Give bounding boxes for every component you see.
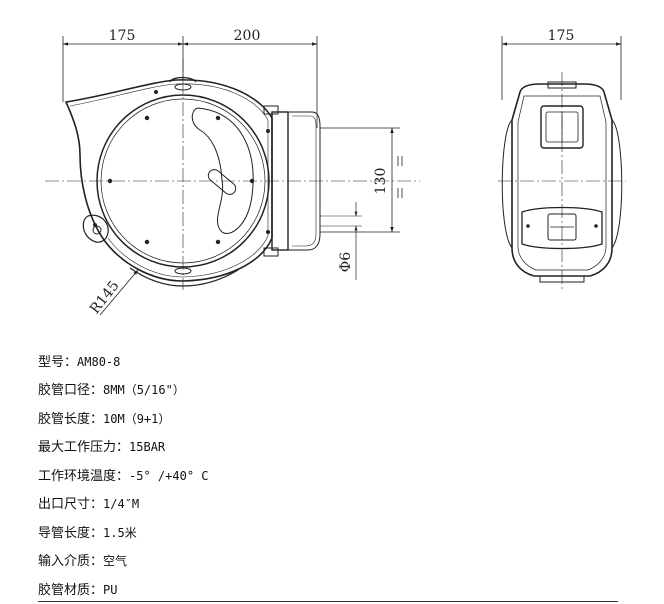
spec-value: 1.5米 <box>103 526 137 540</box>
side-dim-width: 175 <box>548 28 575 44</box>
spec-value: 10M（9+1） <box>103 412 171 426</box>
side-view <box>498 36 626 290</box>
spec-label: 输入介质： <box>38 554 104 569</box>
dim-width-left: 175 <box>109 28 136 44</box>
dim-radius: R145 <box>87 278 123 317</box>
spec-max-pressure: 最大工作压力：15BAR <box>38 439 165 456</box>
spec-temperature: 工作环境温度：-5° /+40° C <box>38 468 209 485</box>
spec-value: 1/4″M <box>103 497 140 511</box>
spec-outlet-size: 出口尺寸：1/4″M <box>38 496 139 513</box>
dim-width-right: 200 <box>234 28 261 44</box>
spec-value: 15BAR <box>129 440 166 454</box>
spec-label: 最大工作压力： <box>38 440 130 455</box>
spec-label: 型号： <box>38 355 78 370</box>
spec-hose-length: 胶管长度：10M（9+1） <box>38 411 170 428</box>
spec-label: 胶管材质： <box>38 583 104 598</box>
front-view <box>45 36 420 316</box>
spec-label: 工作环境温度： <box>38 469 130 484</box>
spec-model: 型号：AM80-8 <box>38 354 120 371</box>
spec-label: 导管长度： <box>38 526 104 541</box>
spec-lead-hose-length: 导管长度：1.5米 <box>38 525 137 542</box>
spec-value: PU <box>103 583 118 597</box>
spec-hose-diameter: 胶管口径：8MM（5/16"） <box>38 382 185 399</box>
divider <box>38 601 618 602</box>
spec-label: 出口尺寸： <box>38 497 104 512</box>
spec-value: AM80-8 <box>77 355 121 369</box>
spec-medium: 输入介质：空气 <box>38 553 127 570</box>
spec-hose-material: 胶管材质：PU <box>38 582 117 599</box>
spec-label: 胶管口径： <box>38 383 104 398</box>
technical-drawing: 175 200 130 Φ6 R145 175 <box>45 28 626 317</box>
spec-value: 8MM（5/16"） <box>103 383 185 397</box>
dim-diameter: Φ6 <box>338 252 354 272</box>
dim-height: 130 <box>373 168 389 195</box>
spec-value: 空气 <box>103 554 128 568</box>
spec-label: 胶管长度： <box>38 412 104 427</box>
spec-value: -5° /+40° C <box>129 469 209 483</box>
